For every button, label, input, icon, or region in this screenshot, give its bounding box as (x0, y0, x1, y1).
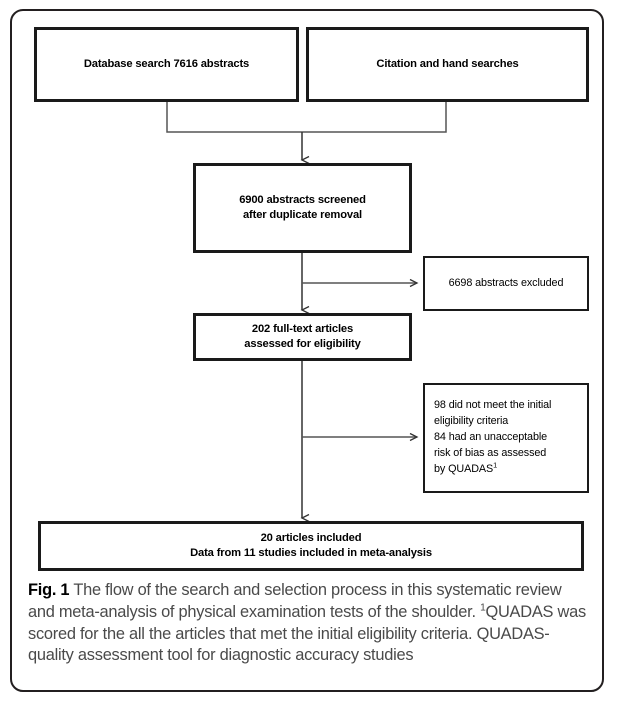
node-fulltext-assessed-line2: assessed for eligibility (244, 338, 361, 350)
node-abstracts-excluded: 6698 abstracts excluded (423, 256, 589, 311)
figure-caption-footnote: QUADAS was scored for the all the articl… (28, 602, 586, 665)
node-excluded-reasons-line1: 98 did not meet the initial (434, 399, 552, 412)
node-excluded-reasons-label: 98 did not meet the initial eligibility c… (425, 398, 557, 477)
connector-fulltext-to-included (300, 361, 419, 523)
node-abstracts-screened-line1: 6900 abstracts screened (239, 194, 366, 207)
figure-caption-body: The flow of the search and selection pro… (28, 581, 562, 621)
node-citation-hand-searches-label: Citation and hand searches (376, 58, 519, 71)
node-fulltext-assessed-label: 202 full-text articles assessed for eligi… (238, 322, 366, 352)
flowchart: Database search 7616 abstracts Citation … (34, 27, 589, 571)
node-excluded-reasons-line3: 84 had an unacceptable (434, 431, 548, 444)
node-abstracts-screened-label: 6900 abstracts screened after duplicate r… (233, 193, 372, 223)
caption-footnote-marker: 1 (480, 602, 486, 614)
node-excluded-reasons-line5: by QUADAS (434, 462, 494, 475)
node-database-search-label: Database search 7616 abstracts (83, 58, 250, 71)
node-fulltext-assessed-line1: 202 full-text articles (251, 323, 354, 336)
connector-sources-to-screened (166, 102, 447, 165)
node-articles-included-line2: Data from 11 studies included in meta-an… (190, 547, 432, 559)
node-abstracts-screened: 6900 abstracts screened after duplicate r… (193, 163, 412, 253)
node-excluded-reasons-line2: eligibility criteria (434, 415, 509, 428)
node-abstracts-excluded-label: 6698 abstracts excluded (448, 277, 564, 290)
figure-caption: Fig. 1 The flow of the search and select… (28, 580, 592, 667)
node-articles-included-line1: 20 articles included (260, 532, 362, 545)
node-excluded-reasons: 98 did not meet the initial eligibility c… (423, 383, 589, 493)
figure-label: Fig. 1 (28, 581, 70, 599)
connector-screened-to-fulltext (300, 253, 419, 315)
node-citation-hand-searches: Citation and hand searches (306, 27, 589, 102)
node-database-search: Database search 7616 abstracts (34, 27, 299, 102)
flowchart-connectors (166, 102, 447, 523)
node-fulltext-assessed: 202 full-text articles assessed for eligi… (193, 313, 412, 361)
quadas-footnote-marker: 1 (493, 460, 498, 470)
node-excluded-reasons-line4: risk of bias as assessed (434, 446, 547, 459)
node-abstracts-screened-line2: after duplicate removal (242, 209, 363, 221)
